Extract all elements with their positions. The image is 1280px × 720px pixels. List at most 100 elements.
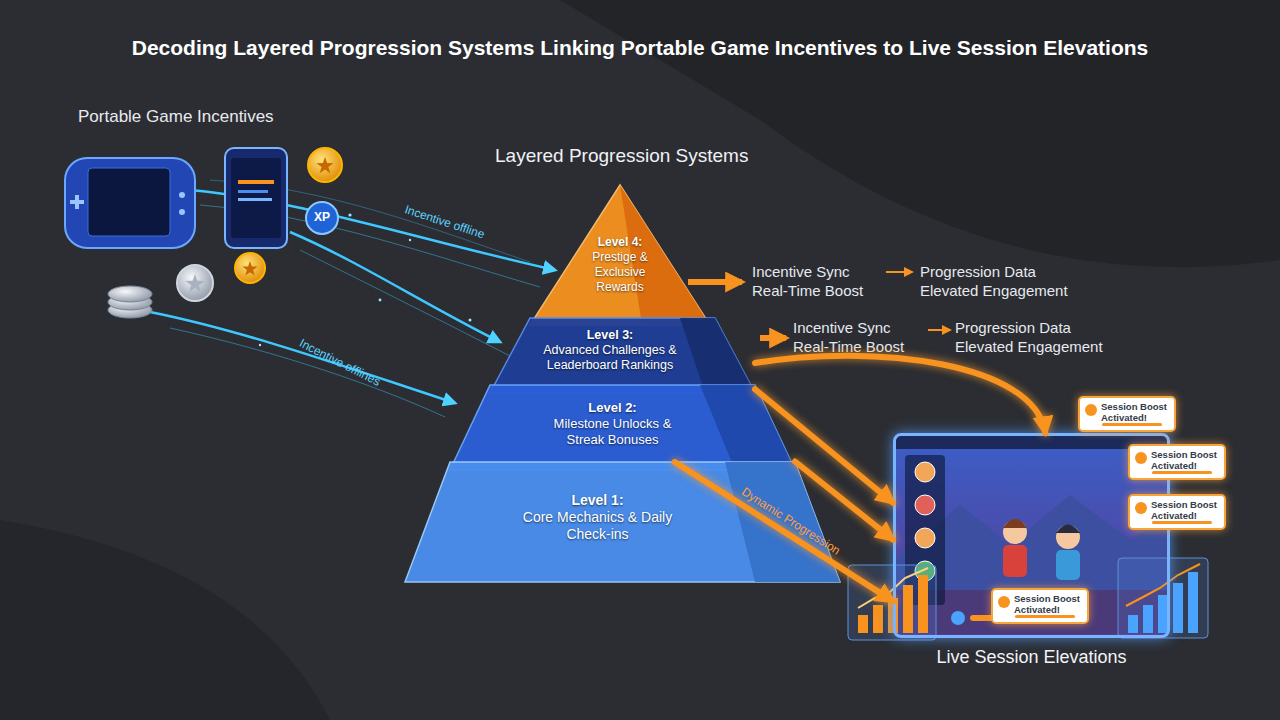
player-avatar [915,528,935,548]
edge-label: Dynamic Progression [739,484,843,557]
callout-popup: Session Boost Activated! [1078,396,1176,432]
section-heading: Portable Game Incentives [78,106,378,128]
sparkle [379,299,382,302]
phone-body [225,148,287,248]
star-symbol [316,157,333,173]
console-dpad [75,195,79,209]
callout-popup: Session Boost Activated! [1128,444,1226,480]
flow-arrow [755,356,1045,433]
chart-bar [903,585,913,633]
game-character [1003,520,1027,544]
console-button [179,209,185,215]
popup-icon [998,596,1010,608]
tier-face [490,318,755,393]
stream-label: Incentive offline [403,202,541,260]
sync-text: Progression Data Elevated Engagement [955,318,1120,356]
tier-side [680,318,755,393]
bar-chart [848,565,936,640]
tier-level: Level 4: [575,235,665,250]
chart-bar [1188,572,1198,633]
console-body [65,158,195,248]
tier-level: Level 3: [530,328,690,343]
sparkle [409,239,411,241]
chart-bar [918,575,928,633]
popup-text: Session Boost Activated! [1014,593,1088,615]
chart-bar [1158,595,1168,633]
chart-panel [1118,558,1208,638]
screen-heading: Live Session Elevations [856,647,1207,668]
flow-arrow [675,462,893,601]
popup-text: Session Boost Activated! [1101,401,1175,423]
chart-panel [848,565,936,640]
sync-text: Incentive Sync Real-Time Boost [793,318,923,356]
sync-text: Progression Data Elevated Engagement [920,262,1085,300]
sparkle [348,213,351,216]
stream-line [170,328,445,417]
callout-popup: Session Boost Activated! [1128,494,1226,530]
player-avatar [915,495,935,515]
sync-arrow [760,335,786,341]
popup-bar [1152,471,1212,474]
popup-bar [1015,615,1075,618]
stream-arrow [290,232,500,342]
tier-text-group: Level 4:Prestige & Exclusive Rewards [575,235,665,295]
tier-side [700,385,795,470]
game-character [1056,550,1080,580]
star-symbol [185,274,204,292]
coin-stack [108,286,152,302]
stream-label: Incentive offlines [297,336,429,413]
diagram-title: Decoding Layered Progression Systems Lin… [0,36,1280,60]
pyramid-apex: Level 4:Prestige & Exclusive Rewards [530,185,710,325]
sparkles [259,213,472,346]
screen-panel: Live Session ElevationsSession Boost Act… [893,433,1170,638]
game-character [1056,525,1080,549]
game-character [1003,545,1027,577]
section-heading: Layered Progression Systems [495,144,815,168]
player-avatar [915,462,935,482]
tier-face [450,385,795,470]
popup-text-group: Session Boost Activated! [1014,593,1088,615]
game-character [1003,519,1027,528]
tier-description: Milestone Unlocks & Streak Bonuses [535,416,690,448]
popup-bar [1102,423,1162,426]
phone-line [238,180,274,184]
callout-popup: Session Boost Activated! [991,588,1089,624]
popup-icon [1085,404,1097,416]
scene-hud [895,435,1168,449]
star-coin [235,253,265,283]
star-symbol [242,261,257,275]
tier-text-group: Level 1:Core Mechanics & Daily Check-ins [515,492,680,543]
chart-bar [858,615,868,633]
popup-bar [1152,521,1212,524]
popup-icon [1135,452,1147,464]
tier-description: Prestige & Exclusive Rewards [575,250,665,295]
tier-description: Advanced Challenges & Leaderboard Rankin… [530,343,690,373]
stream-arrow [150,312,455,403]
pyramid-tier: Level 3:Advanced Challenges & Leaderboar… [490,318,755,393]
pyramid-tier: Level 1:Core Mechanics & Daily Check-ins [405,462,840,582]
chart-bar [1173,583,1183,633]
popup-text-group: Session Boost Activated! [1151,499,1225,521]
phone [225,148,287,248]
handheld-console [65,158,195,248]
xp-badge [306,202,338,234]
phone-line [238,198,272,201]
background-shape [0,520,330,720]
stream-line [300,250,510,356]
chart-bar [1128,615,1138,633]
tier-level: Level 2: [535,400,690,416]
silver-coin [177,265,213,301]
pyramid-tier: Level 2:Milestone Unlocks & Streak Bonus… [450,385,795,470]
console-screen [88,168,170,236]
sync-text: Incentive Sync Real-Time Boost [752,262,882,300]
phone-screen [231,158,281,238]
star-coin [308,148,342,182]
chart-bar [1143,605,1153,633]
sync-arrow [928,329,950,331]
tier-text-group: Level 3:Advanced Challenges & Leaderboar… [530,328,690,373]
bar-chart [1118,558,1208,638]
chart-bar [873,605,883,633]
